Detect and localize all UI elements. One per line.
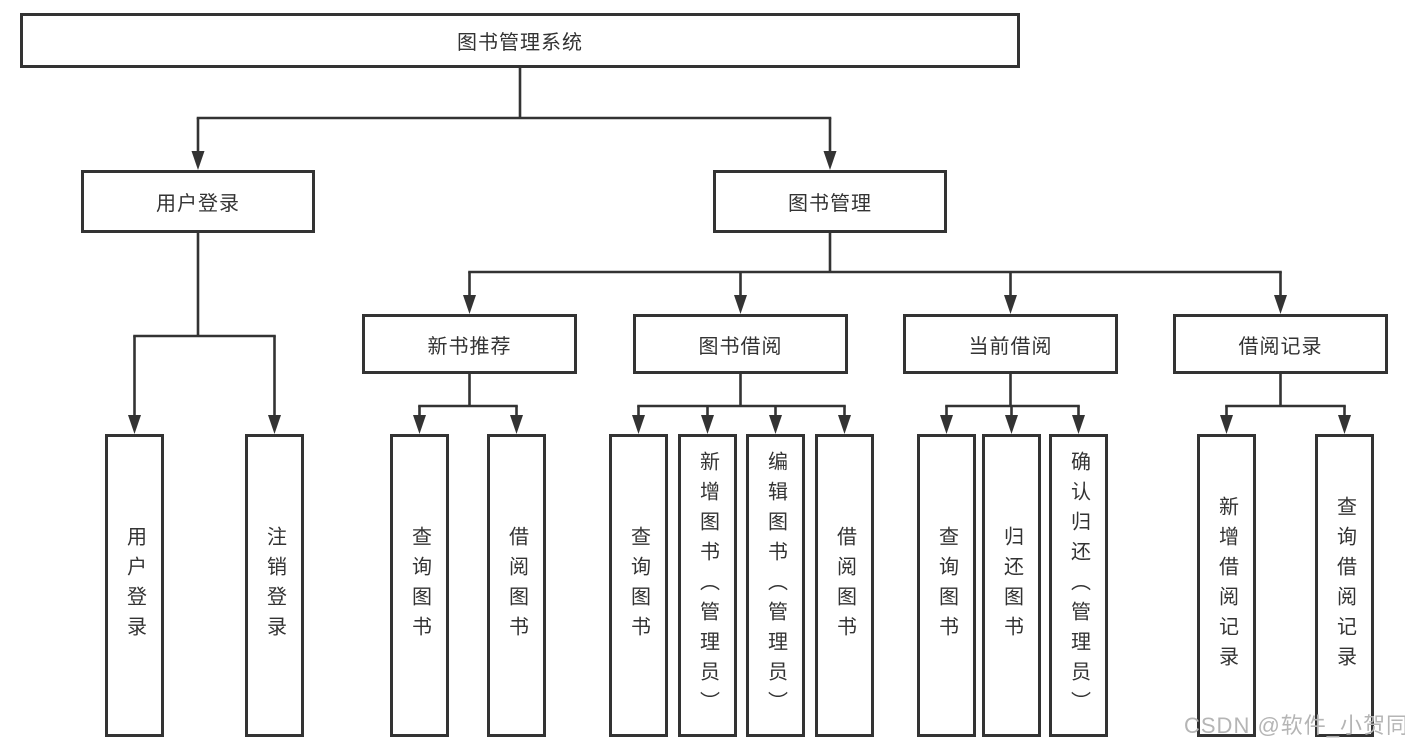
node-new-book-recommendation: 新书推荐 [362,314,577,374]
arrowhead-down-icon [1338,415,1351,434]
arrowhead-down-icon [1005,415,1018,434]
arrowhead-down-icon [1220,415,1233,434]
leaf-query-books-1: 查询图书 [390,434,449,737]
node-book-borrowing: 图书借阅 [633,314,848,374]
leaf-user-login: 用户登录 [105,434,164,737]
node-borrow-records: 借阅记录 [1173,314,1388,374]
arrowhead-down-icon [191,151,205,170]
leaf-query-books-3: 查询图书 [917,434,976,737]
arrowhead-down-icon [701,415,714,434]
leaf-borrow-books-2: 借阅图书 [815,434,874,737]
arrowhead-down-icon [823,151,837,170]
arrowhead-down-icon [463,295,476,314]
arrowhead-down-icon [769,415,782,434]
arrowhead-down-icon [632,415,645,434]
leaf-return-books: 归还图书 [982,434,1041,737]
node-current-borrowing: 当前借阅 [903,314,1118,374]
leaf-add-books-admin: 新增图书（管理员） [678,434,737,737]
leaf-add-borrow-record: 新增借阅记录 [1197,434,1256,737]
arrowhead-down-icon [1072,415,1085,434]
leaf-confirm-return-admin: 确认归还（管理员） [1049,434,1108,737]
arrowhead-down-icon [940,415,953,434]
arrowhead-down-icon [1004,295,1017,314]
leaf-query-books-2: 查询图书 [609,434,668,737]
arrowhead-down-icon [510,415,523,434]
node-book-management: 图书管理 [713,170,947,233]
arrowhead-down-icon [838,415,851,434]
arrowhead-down-icon [268,415,281,434]
arrowhead-down-icon [734,295,747,314]
arrowhead-down-icon [1274,295,1287,314]
node-user-login: 用户登录 [81,170,315,233]
node-library-management-system: 图书管理系统 [20,13,1020,68]
csdn-watermark: CSDN @软件_小贺同学 [1184,713,1405,738]
arrowhead-down-icon [413,415,426,434]
leaf-query-borrow-record: 查询借阅记录 [1315,434,1374,737]
leaf-logout: 注销登录 [245,434,304,737]
leaf-borrow-books-1: 借阅图书 [487,434,546,737]
leaf-edit-books-admin: 编辑图书（管理员） [746,434,805,737]
arrowhead-down-icon [128,415,141,434]
